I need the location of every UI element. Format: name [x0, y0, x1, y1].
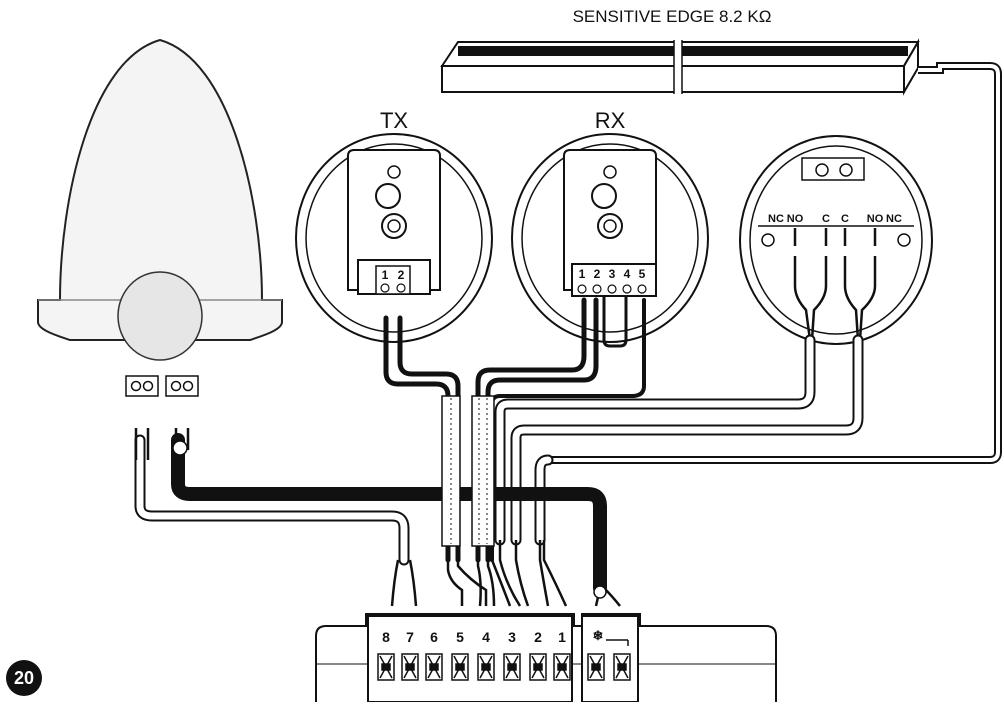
- photocell-rx: RX 1 2 3 4 5: [511, 108, 709, 348]
- board-terminal-5: 5: [456, 629, 464, 645]
- board-wires: [390, 540, 621, 607]
- screw-terminals: [377, 653, 631, 681]
- board-terminal-6: 6: [430, 629, 438, 645]
- board-terminal-4: 4: [482, 629, 490, 645]
- rx-jumper: [602, 296, 628, 348]
- flashing-lamp: [37, 38, 283, 397]
- selector-contact-c-right: C: [841, 213, 849, 225]
- control-board: 8 7 6 5 4 3 2 1 ❄: [315, 613, 777, 703]
- sensitive-edge-strip: [458, 46, 908, 56]
- selector-contact-c-left: C: [822, 213, 830, 225]
- photocell-tx: TX 1 2: [295, 108, 493, 343]
- lamp-dome: [37, 38, 283, 341]
- antenna-icon: ❄: [593, 628, 604, 643]
- tx-label: TX: [380, 108, 408, 133]
- lamp-wires: [134, 428, 190, 462]
- board-terminal-7: 7: [406, 629, 414, 645]
- selector-contact-nc-left: NC: [768, 213, 784, 225]
- sensitive-edge: SENSITIVE EDGE 8.2 KΩ: [440, 7, 1002, 464]
- cables: [134, 297, 864, 595]
- selector-contact-nc-right: NC: [886, 213, 902, 225]
- rx-terminal-2: 2: [594, 267, 601, 281]
- sensitive-edge-label: SENSITIVE EDGE 8.2 KΩ: [573, 7, 772, 26]
- board-terminal-labels: 8 7 6 5 4 3 2 1: [382, 629, 566, 645]
- board-terminal-2: 2: [534, 629, 542, 645]
- board-terminal-8: 8: [382, 629, 390, 645]
- board-terminal-1: 1: [558, 629, 566, 645]
- tx-terminal-1: 1: [382, 268, 389, 282]
- sensitive-edge-break: [674, 38, 682, 96]
- board-terminal-3: 3: [508, 629, 516, 645]
- figure-number-badge: 20: [6, 660, 42, 696]
- rx-terminal-4: 4: [624, 267, 631, 281]
- selector-contact-no-left: NO: [787, 213, 804, 225]
- lamp-terminal-blocks: [125, 375, 199, 397]
- rx-label: RX: [595, 108, 626, 133]
- selector-contact-no-right: NO: [867, 213, 884, 225]
- rx-terminal-1: 1: [579, 267, 586, 281]
- sensitive-edge-body: [441, 65, 905, 93]
- rx-terminal-3: 3: [609, 267, 616, 281]
- lamp-base-knob: [117, 271, 203, 361]
- rx-terminal-5: 5: [639, 267, 646, 281]
- shrink-tubes: [441, 395, 495, 547]
- tx-terminal-2: 2: [398, 268, 405, 282]
- key-selector: NC NO C C NO NC: [739, 135, 933, 345]
